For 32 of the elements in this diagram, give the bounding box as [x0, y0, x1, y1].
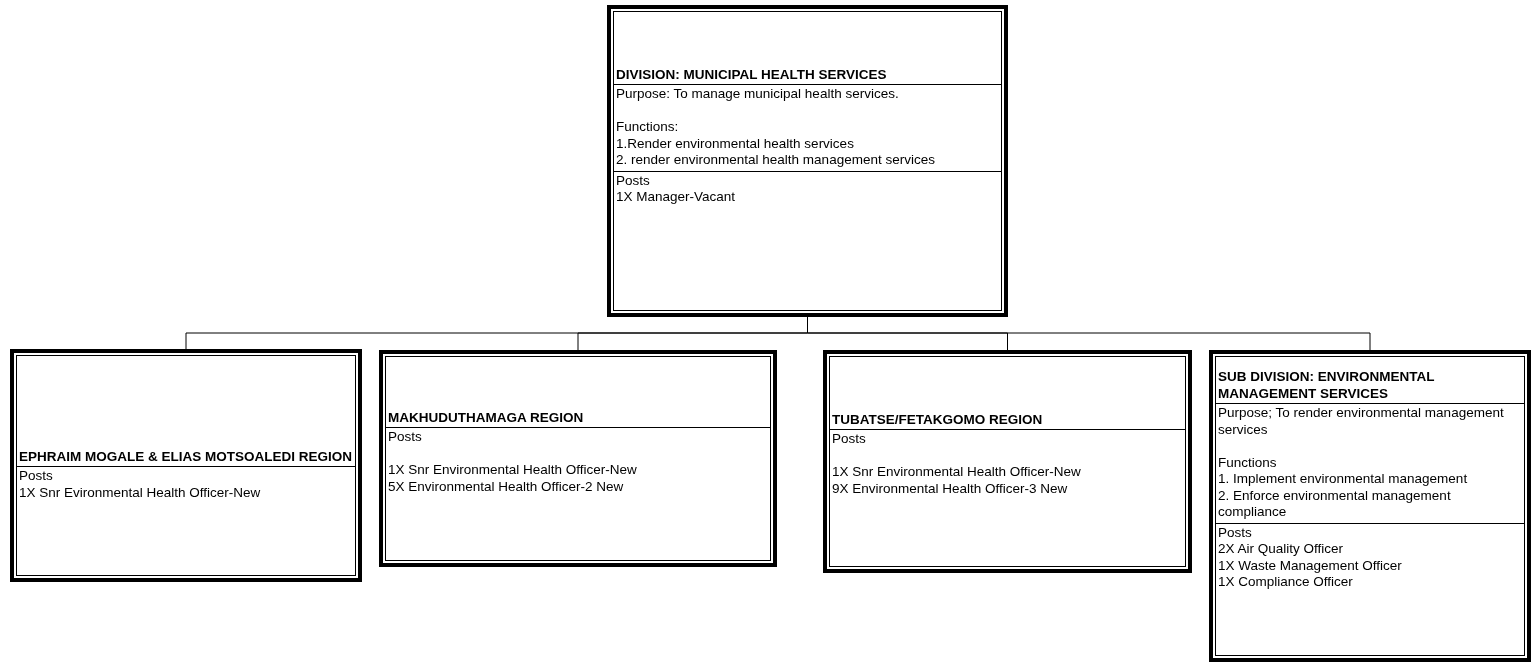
- org-unit-box: [10, 349, 362, 582]
- unit-text: 1X Snr Environmental Health Officer-New: [831, 464, 1082, 481]
- unit-text: Posts: [1217, 524, 1253, 541]
- unit-text: 1X Manager-Vacant: [615, 189, 737, 206]
- unit-text: 1X Snr Environmental Health Officer-New: [387, 462, 638, 479]
- unit-text: 1X Compliance Officer: [1217, 574, 1354, 591]
- unit-text: 2. Enforce environmental management compliance: [1217, 487, 1452, 521]
- unit-heading: MAKHUDUTHAMAGA REGION: [387, 409, 585, 427]
- unit-heading: DIVISION: MUNICIPAL HEALTH SERVICES: [615, 66, 888, 84]
- unit-text: 1X Waste Management Officer: [1217, 557, 1403, 574]
- unit-text: 1.Render environmental health services: [615, 135, 855, 152]
- unit-text: 2X Air Quality Officer: [1217, 541, 1345, 558]
- org-unit-box: [379, 350, 777, 567]
- unit-text: Functions:: [615, 119, 680, 136]
- unit-text: Functions: [1217, 454, 1278, 471]
- unit-text: 2. render environmental health management services: [615, 152, 936, 169]
- unit-text: Posts: [387, 429, 423, 446]
- unit-heading: EPHRAIM MOGALE & ELIAS MOTSOALEDI REGION: [18, 448, 353, 466]
- unit-text: 5X Environmental Health Officer-2 New: [387, 478, 625, 495]
- unit-text: Purpose: To manage municipal health services.: [615, 86, 900, 103]
- unit-text: Purpose; To render environmental management services: [1217, 405, 1505, 438]
- unit-text: Posts: [831, 431, 867, 448]
- org-unit-box: [823, 350, 1192, 573]
- unit-text: 1. Implement environmental management: [1217, 471, 1469, 488]
- unit-text: Posts: [615, 172, 651, 189]
- unit-text: 1X Snr Evironmental Health Officer-New: [18, 484, 262, 501]
- org-unit-box: [1209, 350, 1531, 662]
- unit-heading: TUBATSE/FETAKGOMO REGION: [831, 411, 1044, 429]
- unit-heading: SUB DIVISION: ENVIRONMENTAL MANAGEMENT SERVICES: [1217, 369, 1436, 403]
- unit-text: 9X Environmental Health Officer-3 New: [831, 480, 1069, 497]
- unit-text: Posts: [18, 468, 54, 485]
- org-unit-box: [607, 5, 1008, 317]
